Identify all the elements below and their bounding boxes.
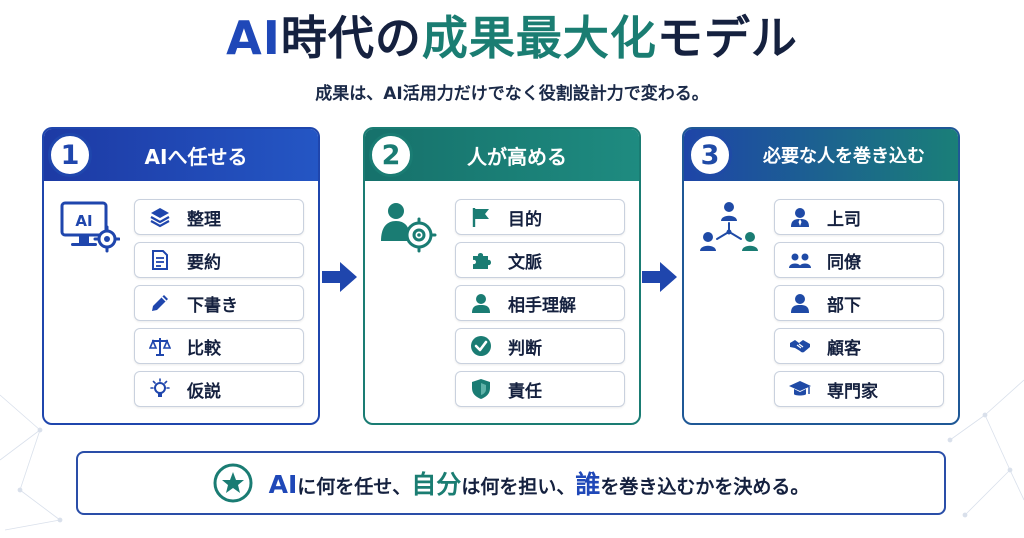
- item-label: 目的: [508, 209, 542, 230]
- item-understanding: 相手理解: [455, 285, 625, 321]
- people-network-icon: [700, 202, 758, 251]
- panel-ai-delegate: 1 AIへ任せる AI 整理: [42, 127, 320, 425]
- arrow-right-icon: [322, 262, 357, 292]
- ai-monitor-gear-icon: AI: [60, 201, 120, 253]
- item-label: 文脈: [508, 252, 542, 273]
- conclusion-banner: AIに何を任せ、自分は何を担い、誰を巻き込むかを決める。: [76, 451, 946, 515]
- pencil-icon: [152, 295, 168, 311]
- panel-3-number: 3: [688, 133, 732, 177]
- person-icon: [791, 208, 809, 227]
- item-label: 部下: [827, 295, 861, 316]
- person-icon: [472, 294, 490, 313]
- item-label: 整理: [187, 209, 221, 230]
- title-maximize: 成果最大化: [421, 11, 657, 65]
- item-summarize: 要約: [134, 242, 304, 278]
- scale-icon: [149, 338, 171, 356]
- panel-2-items: 目的 文脈 相手理解 判断 責任: [455, 199, 625, 414]
- banner-text-2: は何を担い、: [461, 476, 576, 498]
- item-organize: 整理: [134, 199, 304, 235]
- banner-self: 自分: [411, 470, 462, 499]
- check-circle-icon: [471, 336, 491, 356]
- panel-2-header: 2 人が高める: [365, 129, 639, 181]
- conclusion-text: AIに何を任せ、自分は何を担い、誰を巻き込むかを決める。: [269, 465, 810, 501]
- item-compare: 比較: [134, 328, 304, 364]
- item-label: 専門家: [827, 381, 878, 402]
- title-era: 時代の: [280, 11, 422, 65]
- person-icon: [791, 294, 809, 313]
- page-subtitle: 成果は、AI活用力だけでなく役割設計力で変わる。: [315, 84, 709, 104]
- panel-1-number: 1: [48, 133, 92, 177]
- item-label: 顧客: [827, 338, 861, 359]
- panel-2-number: 2: [369, 133, 413, 177]
- document-icon: [152, 250, 168, 270]
- page-title: AI時代の成果最大化モデル: [0, 4, 1024, 72]
- item-label: 要約: [187, 252, 221, 273]
- item-label: 判断: [508, 338, 542, 359]
- item-boss: 上司: [774, 199, 944, 235]
- item-label: 下書き: [187, 295, 238, 316]
- two-people-icon: [789, 253, 811, 268]
- item-draft: 下書き: [134, 285, 304, 321]
- item-colleague: 同僚: [774, 242, 944, 278]
- puzzle-icon: [473, 253, 491, 269]
- item-hypothesis: 仮説: [134, 371, 304, 407]
- shield-icon: [472, 379, 490, 399]
- banner-text-3: を巻き込むかを決める。: [600, 476, 810, 498]
- item-label: 比較: [187, 338, 221, 359]
- banner-ai: AI: [268, 470, 298, 499]
- panel-1-header: 1 AIへ任せる: [44, 129, 318, 181]
- lightbulb-icon: [150, 378, 170, 397]
- item-expert: 専門家: [774, 371, 944, 407]
- panel-3-items: 上司 同僚 部下 顧客: [774, 199, 944, 414]
- item-purpose: 目的: [455, 199, 625, 235]
- panel-involve-people: 3 必要な人を巻き込む 上司: [682, 127, 960, 425]
- item-label: 上司: [827, 209, 861, 230]
- arrow-right-icon: [642, 262, 677, 292]
- panel-human-enhance: 2 人が高める 目的 文脈: [363, 127, 641, 425]
- title-ai: AI: [226, 11, 281, 65]
- panel-3-header: 3 必要な人を巻き込む: [684, 129, 958, 181]
- ai-monitor-label: AI: [75, 212, 92, 230]
- title-model: モデル: [656, 11, 798, 65]
- flag-icon: [472, 208, 489, 227]
- banner-who: 誰: [575, 470, 601, 499]
- panel-1-items: 整理 要約 下書き 比: [134, 199, 304, 414]
- panel-3-heading: 必要な人を巻き込む: [763, 146, 925, 167]
- person-target-icon: [381, 203, 437, 253]
- item-responsibility: 責任: [455, 371, 625, 407]
- banner-text-1: に何を任せ、: [297, 476, 412, 498]
- panel-2-heading: 人が高める: [467, 144, 567, 169]
- item-label: 仮説: [187, 381, 221, 402]
- item-label: 同僚: [827, 252, 861, 273]
- item-context: 文脈: [455, 242, 625, 278]
- item-label: 相手理解: [508, 295, 576, 316]
- star-circle-icon: [213, 463, 253, 503]
- handshake-icon: [790, 340, 810, 353]
- item-judgment: 判断: [455, 328, 625, 364]
- panel-1-heading: AIへ任せる: [144, 144, 248, 169]
- item-subordinate: 部下: [774, 285, 944, 321]
- graduation-cap-icon: [789, 381, 811, 396]
- item-customer: 顧客: [774, 328, 944, 364]
- item-label: 責任: [508, 381, 542, 402]
- layers-icon: [150, 208, 170, 228]
